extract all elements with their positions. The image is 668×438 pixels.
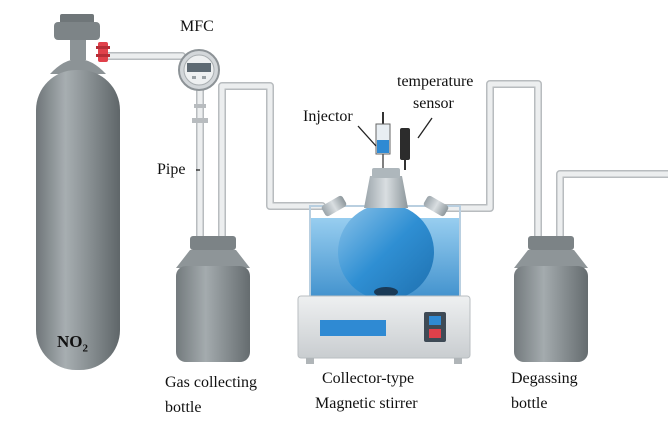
valve-icon[interactable]	[96, 42, 110, 62]
degassing-bottle	[514, 236, 588, 362]
label-no2: NO2	[57, 332, 88, 354]
label-collector-type: Collector-type	[322, 370, 415, 387]
label-gas-bottle: bottle	[165, 399, 202, 416]
label-magnetic-stirrer: Magnetic stirrer	[315, 395, 418, 412]
label-no2-sub: 2	[82, 342, 89, 355]
label-no2-main: NO	[57, 332, 83, 351]
label-injector: Injector	[303, 108, 353, 125]
label-temperature: temperature	[397, 73, 474, 90]
label-pipe: Pipe	[157, 161, 186, 178]
label-degassing: Degassing	[511, 370, 578, 387]
label-mfc: MFC	[180, 18, 214, 35]
injector	[375, 112, 391, 168]
label-sensor: sensor	[413, 95, 454, 112]
label-gas-collecting: Gas collecting	[165, 374, 257, 391]
stirrer-display	[320, 320, 386, 336]
gas-collecting-bottle	[176, 236, 250, 362]
label-degas-bottle: bottle	[511, 395, 548, 412]
temperature-sensor	[400, 128, 410, 170]
reaction-flask	[338, 204, 434, 300]
stir-bar	[374, 287, 398, 297]
pipe-degas-outlet	[556, 170, 668, 242]
mfc-device[interactable]	[178, 49, 220, 123]
pipes	[104, 52, 668, 242]
leader-lines	[196, 117, 433, 171]
magnetic-stirrer	[297, 168, 471, 364]
mfc-display	[187, 63, 211, 72]
no2-cylinder	[36, 14, 120, 370]
